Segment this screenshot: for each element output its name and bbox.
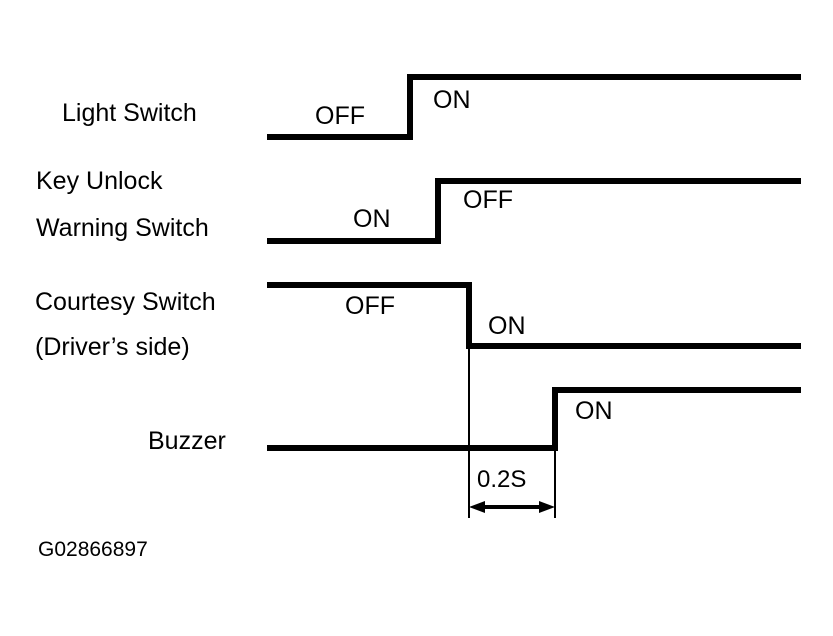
- dimension-arrowhead-right: [539, 501, 555, 513]
- state-label-key-unlock-on: ON: [353, 205, 391, 233]
- waveform-buzzer: [267, 387, 801, 451]
- waveform-path-light-switch: [267, 74, 801, 140]
- waveform-key-unlock-warning-switch: [267, 178, 801, 244]
- signal-label-courtesy-switch-line2: (Driver’s side): [35, 333, 190, 361]
- waveform-light-switch: [267, 74, 801, 140]
- signal-label-key-unlock-line2: Warning Switch: [36, 214, 209, 242]
- state-label-courtesy-switch-off: OFF: [345, 292, 395, 320]
- signal-label-courtesy-switch-line1: Courtesy Switch: [35, 288, 216, 316]
- signal-label-buzzer: Buzzer: [148, 427, 226, 455]
- signal-label-key-unlock-line1: Key Unlock: [36, 167, 163, 195]
- waveform-path-buzzer: [267, 387, 801, 451]
- dimension-label-0-2s: 0.2S: [477, 466, 527, 493]
- figure-caption: G02866897: [38, 538, 148, 561]
- state-label-light-switch-on: ON: [433, 86, 471, 114]
- waveform-path-courtesy-switch: [267, 282, 801, 349]
- signal-label-light-switch: Light Switch: [62, 99, 197, 127]
- dimension-arrowhead-left: [469, 501, 485, 513]
- waveform-courtesy-switch: [267, 282, 801, 349]
- state-label-courtesy-switch-on: ON: [488, 312, 526, 340]
- waveform-path-key-unlock-warning-switch: [267, 178, 801, 244]
- state-label-light-switch-off: OFF: [315, 102, 365, 130]
- dimension-guides: [468, 348, 556, 518]
- dimension-arrow: [469, 501, 555, 513]
- state-label-key-unlock-off: OFF: [463, 186, 513, 214]
- state-label-buzzer-on: ON: [575, 397, 613, 425]
